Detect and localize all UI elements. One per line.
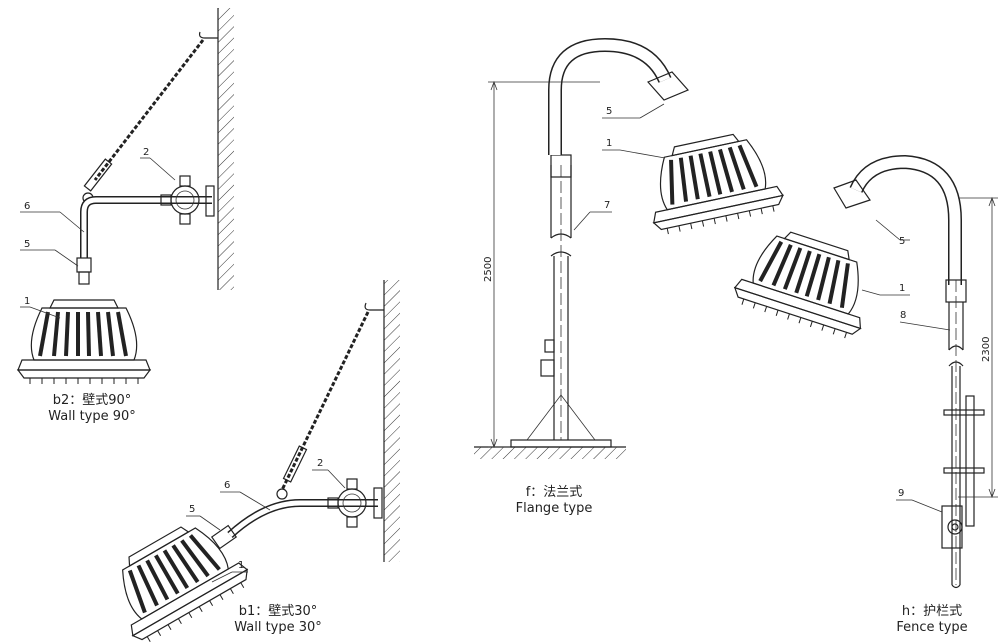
caption-b1-cn: b1：壁式30° — [238, 604, 318, 619]
flange-type-drawing: 2500 5 1 7 — [474, 37, 788, 459]
caption-f-en: Flange type — [515, 501, 593, 516]
caption-b1-en: Wall type 30° — [234, 620, 322, 635]
h-label-5: 5 — [899, 236, 905, 247]
b2-label-2: 2 — [143, 147, 149, 158]
caption-b2-en: Wall type 90° — [48, 409, 136, 424]
b1-label-6: 6 — [224, 480, 230, 491]
b1-label-2: 2 — [317, 458, 323, 469]
caption-flange-type: f：法兰式 Flange type — [484, 485, 624, 517]
h-label-1: 1 — [899, 283, 905, 294]
caption-f-cn: f：法兰式 — [525, 485, 583, 500]
caption-h-en: Fence type — [896, 620, 968, 635]
b2-label-1: 1 — [24, 296, 30, 307]
caption-wall-type-30: b1：壁式30° Wall type 30° — [208, 604, 348, 636]
fence-type-drawing: 2300 5 1 8 9 — [728, 154, 998, 589]
f-label-7: 7 — [604, 200, 610, 211]
fence-height-dimension: 2300 — [981, 337, 992, 362]
caption-b2-cn: b2：壁式90° — [52, 393, 132, 408]
caption-fence-type: h：护栏式 Fence type — [862, 604, 1002, 636]
wall-type-90-drawing: 2 6 5 1 — [16, 8, 234, 386]
b2-label-6: 6 — [24, 201, 30, 212]
flange-height-dimension: 2500 — [483, 257, 494, 282]
wall-type-30-drawing: 2 6 5 1 — [95, 280, 400, 644]
b1-label-5: 5 — [189, 504, 195, 515]
caption-h-cn: h：护栏式 — [901, 604, 963, 619]
caption-wall-type-90: b2：壁式90° Wall type 90° — [22, 393, 162, 425]
h-label-8: 8 — [900, 310, 906, 321]
f-label-1: 1 — [606, 138, 612, 149]
f-label-5: 5 — [606, 106, 612, 117]
h-label-9: 9 — [898, 488, 904, 499]
b1-label-1: 1 — [238, 560, 244, 571]
b2-label-5: 5 — [24, 239, 30, 250]
